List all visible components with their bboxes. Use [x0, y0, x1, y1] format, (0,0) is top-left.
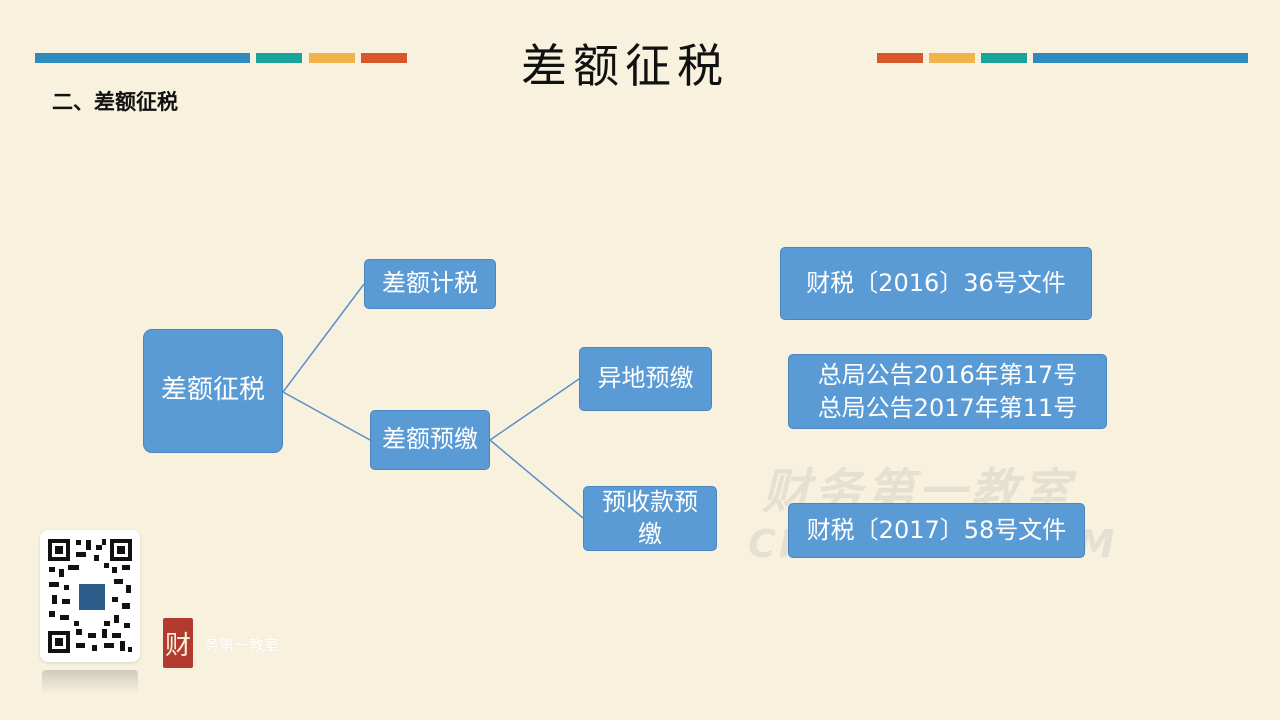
- header-bar-left-3: [309, 53, 355, 63]
- node-sub-advance: 预收款预 缴: [583, 486, 717, 551]
- brand-seal-char: 财: [164, 630, 191, 661]
- header-bar-left-4: [361, 53, 407, 63]
- node-doc-36: 财税〔2016〕36号文件: [780, 247, 1092, 320]
- section-subtitle: 二、差额征税: [52, 90, 178, 114]
- node-doc-36-label: 财税〔2016〕36号文件: [806, 268, 1066, 297]
- node-doc-58-label: 财税〔2017〕58号文件: [806, 515, 1067, 544]
- header-bar-right-3: [981, 53, 1027, 63]
- node-doc-announcements: 总局公告2016年第17号 总局公告2017年第11号: [788, 354, 1107, 429]
- node-sub-advance-label: 预收款预 缴: [602, 488, 698, 548]
- node-root-label: 差额征税: [160, 375, 265, 406]
- header-bar-left-2: [256, 53, 302, 63]
- node-doc-58: 财税〔2017〕58号文件: [788, 503, 1085, 558]
- header-bar-right-1: [877, 53, 923, 63]
- qr-code-icon: [48, 539, 132, 653]
- qr-reflection: [42, 670, 138, 694]
- node-doc-announcements-label: 总局公告2016年第17号 总局公告2017年第11号: [817, 361, 1078, 422]
- node-branch-calc-label: 差额计税: [382, 269, 478, 298]
- node-sub-remote: 异地预缴: [579, 347, 712, 411]
- node-branch-prepay: 差额预缴: [370, 410, 490, 470]
- connector-root-prepay: [282, 391, 371, 441]
- qr-code-card: [40, 530, 140, 662]
- slide-title: 差额征税: [521, 39, 729, 93]
- brand-seal-logo: 财: [163, 618, 193, 668]
- header-bar-right-2: [929, 53, 975, 63]
- header-bar-right-4: [1033, 53, 1248, 63]
- header-bar-left-1: [35, 53, 250, 63]
- qr-center-logo: [77, 582, 107, 612]
- connector-prepay-advance: [489, 439, 584, 519]
- node-branch-prepay-label: 差额预缴: [382, 425, 478, 454]
- brand-name: 务第一教室: [204, 636, 280, 654]
- connector-root-calc: [282, 283, 365, 393]
- connector-prepay-remote: [489, 378, 580, 441]
- node-root: 差额征税: [143, 329, 283, 453]
- node-branch-calc: 差额计税: [364, 259, 496, 309]
- node-sub-remote-label: 异地预缴: [597, 364, 694, 393]
